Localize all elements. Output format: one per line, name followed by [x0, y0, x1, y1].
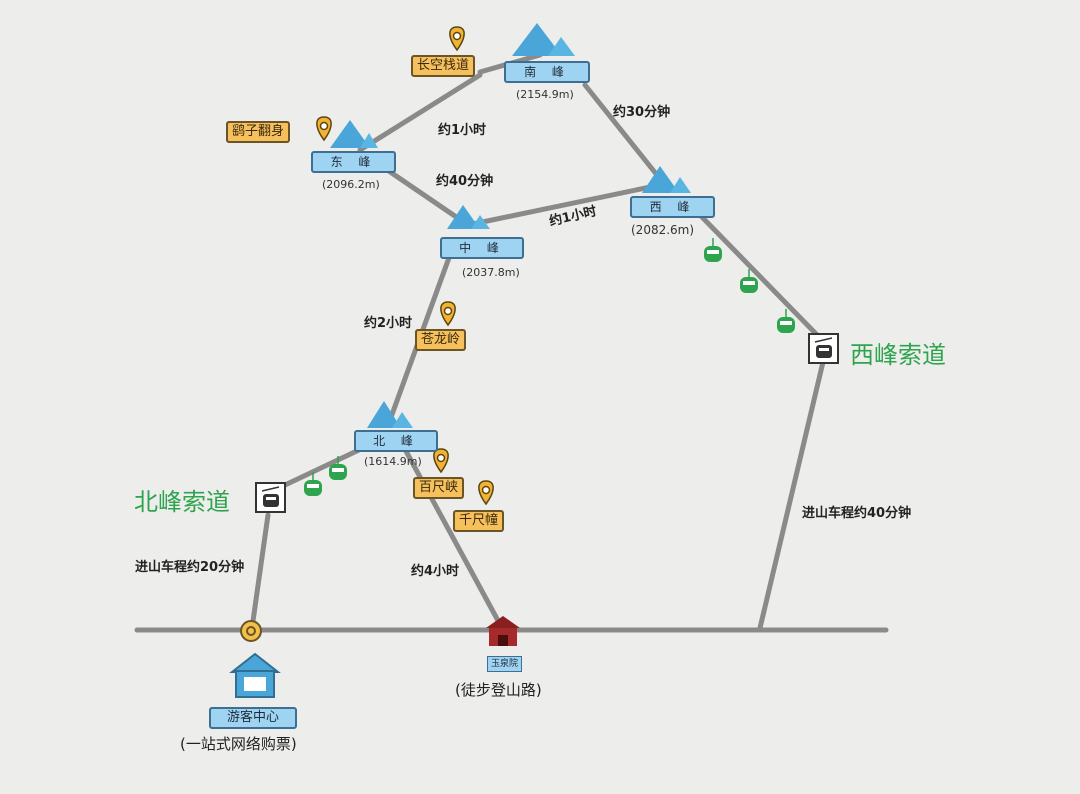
peak-elev-east: (2096.2m) — [322, 178, 380, 191]
time-north-rope-drive: 进山车程约20分钟 — [135, 560, 245, 575]
yuquan-note: (徒步登山路) — [455, 681, 542, 699]
mountain-icon-middle — [447, 205, 490, 229]
time-east-south: 约1小时 — [438, 123, 487, 138]
peak-label-south: 南 峰 — [504, 61, 590, 83]
visitor-center-note: (一站式网络购票) — [180, 735, 297, 753]
mountain-icon-south — [512, 23, 575, 56]
peak-label-middle: 中 峰 — [440, 237, 524, 259]
spot-label-yaozi: 鹞子翻身 — [226, 121, 291, 143]
time-middle-north: 约2小时 — [364, 316, 413, 331]
pin-icon-yaozi — [316, 116, 332, 142]
mountain-icon-east — [330, 120, 378, 148]
peak-label-north: 北 峰 — [354, 430, 438, 452]
spot-label-baichi: 百尺峡 — [413, 477, 465, 499]
yuquan-label: 玉泉院 — [487, 656, 522, 672]
house-icon — [229, 652, 281, 698]
peak-elev-middle: (2037.8m) — [462, 266, 520, 279]
route-east-middle — [377, 162, 471, 228]
spot-label-changkong: 长空栈道 — [411, 55, 476, 77]
route-south-west — [582, 82, 668, 188]
ropeway-label-west: 西峰索道 — [850, 341, 946, 369]
time-south-west: 约30分钟 — [613, 105, 671, 120]
cable-car-icon — [777, 309, 795, 333]
pin-icon-canglong — [440, 301, 456, 327]
mountain-icon-west — [642, 166, 691, 193]
ropeway-station-icon-north — [255, 482, 286, 513]
peak-label-east: 东 峰 — [311, 151, 396, 173]
pin-icon-baichi — [433, 448, 449, 474]
peak-elev-west: (2082.6m) — [631, 223, 695, 237]
road-marker-icon — [240, 620, 262, 642]
route-westrope-road — [757, 359, 826, 631]
cable-car-icon — [740, 269, 758, 293]
route-east-changkong — [357, 72, 483, 153]
time-west-rope-drive: 进山车程约40分钟 — [802, 506, 912, 521]
mountain-icon-north — [367, 401, 413, 428]
cable-car-icon — [329, 456, 347, 480]
time-north-yuquan: 约4小时 — [411, 564, 460, 579]
cable-car-icon — [704, 238, 722, 262]
route-middle-west — [465, 182, 663, 228]
cable-car-icon — [304, 472, 322, 496]
spot-label-qianchi: 千尺幢 — [453, 510, 505, 532]
route-north-yuquan — [397, 437, 505, 631]
ropeway-station-icon-west — [808, 333, 839, 364]
temple-icon — [486, 616, 520, 646]
pin-icon-qianchi — [478, 480, 494, 506]
ropeway-label-north: 北峰索道 — [134, 488, 230, 516]
peak-label-west: 西 峰 — [630, 196, 715, 218]
spot-label-canglong: 苍龙岭 — [415, 329, 467, 351]
visitor-center-label: 游客中心 — [209, 707, 297, 729]
peak-elev-south: (2154.9m) — [516, 88, 574, 101]
pin-icon-changkong — [449, 26, 465, 52]
route-west-westrope — [697, 212, 825, 343]
peak-elev-north: (1614.9m) — [364, 455, 422, 468]
route-northrope-vc — [249, 512, 271, 631]
time-east-middle: 约40分钟 — [436, 174, 494, 189]
